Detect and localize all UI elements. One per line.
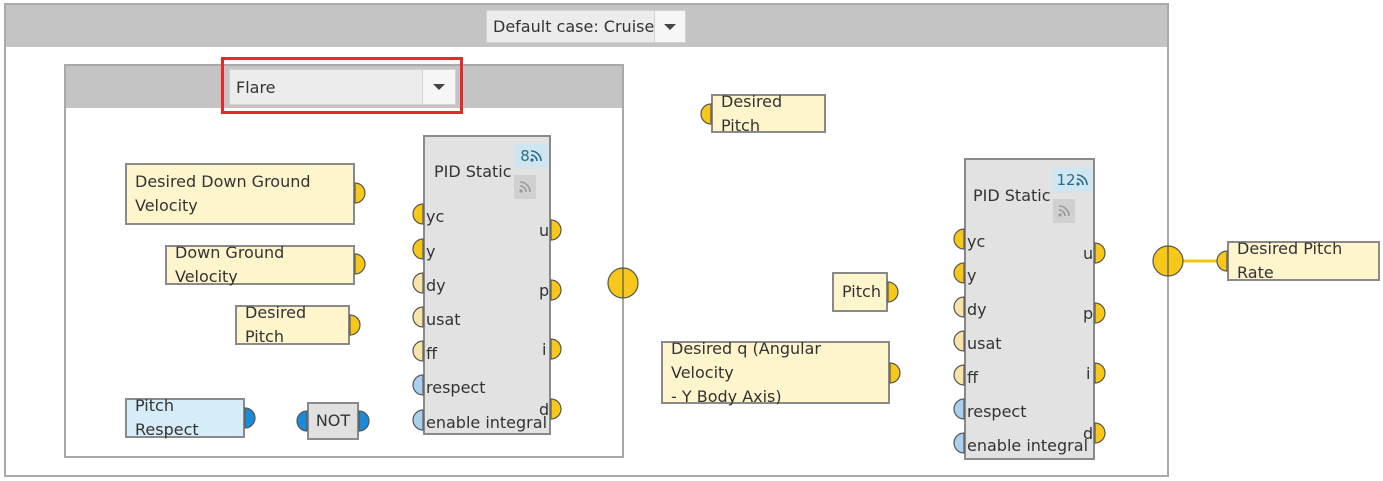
- pid-title: PID Static: [434, 162, 512, 181]
- node-desired-q[interactable]: Desired q (Angular Velocity - Y Body Axi…: [661, 339, 890, 406]
- pid2-port-enable-integral: [953, 432, 965, 454]
- pid2-port-u: [1094, 242, 1106, 264]
- port-label-enable-integral: enable integral: [967, 436, 1089, 455]
- port-out-desired-pitch-in: [349, 314, 361, 336]
- rss-feed-icon[interactable]: [514, 175, 536, 199]
- pid-static-block-2[interactable]: PID Static 12 yc y dy usat ff respect en…: [964, 158, 1095, 460]
- pid1-port-yc: [412, 203, 424, 225]
- port-label-usat: usat: [426, 310, 461, 329]
- port-label-dy: dy: [967, 300, 987, 319]
- node-label-line1: Desired q (Angular Velocity: [671, 338, 821, 382]
- pid-static-block-1[interactable]: PID Static 8 yc y dy usat ff respect ena…: [423, 135, 551, 435]
- node-label: Desired Pitch Rate: [1237, 239, 1343, 282]
- node-label: Down Ground Velocity: [175, 243, 285, 286]
- pid-badge[interactable]: 12: [1052, 168, 1092, 192]
- chevron-down-icon[interactable]: [422, 70, 455, 104]
- port-out-desired-down-ground-velocity: [354, 182, 366, 204]
- port-label-p: p: [1083, 304, 1094, 323]
- case-select-outer[interactable]: Default case: Cruise: [486, 10, 686, 43]
- node-label: NOT: [315, 411, 351, 430]
- pid2-port-dy: [953, 296, 965, 318]
- port-label-u: u: [1083, 244, 1094, 263]
- node-label: Pitch: [842, 282, 881, 301]
- highlight-box: [221, 57, 463, 114]
- pid1-port-u: [550, 219, 562, 241]
- port-out-pitch: [887, 281, 899, 303]
- pid1-port-ff: [412, 340, 424, 362]
- node-desired-pitch-in[interactable]: Desired Pitch: [235, 303, 350, 346]
- pid2-port-y: [953, 262, 965, 284]
- pid1-port-p: [550, 279, 562, 301]
- port-label-respect: respect: [967, 402, 1027, 421]
- rss-feed-icon[interactable]: [1053, 199, 1075, 223]
- pid1-port-d: [550, 398, 562, 420]
- pid-badge-count: 12: [1056, 171, 1076, 189]
- node-label-line1: Desired Down Ground: [135, 172, 311, 191]
- port-label-i: i: [542, 340, 547, 359]
- port-out-down-ground-velocity: [354, 253, 366, 275]
- port-in-not: [296, 410, 308, 432]
- node-label: Desired Pitch: [245, 303, 307, 346]
- case-select-inner[interactable]: Flare: [229, 69, 456, 105]
- pid1-port-usat: [412, 306, 424, 328]
- case-select-outer-value: Default case: Cruise: [493, 17, 655, 36]
- node-desired-down-ground-velocity[interactable]: Desired Down Ground Velocity: [125, 163, 355, 225]
- node-not[interactable]: NOT: [307, 402, 359, 440]
- pid2-port-usat: [953, 330, 965, 352]
- pid2-port-respect: [953, 398, 965, 420]
- node-label-line2: - Y Body Axis): [671, 386, 782, 406]
- port-out-not: [358, 410, 370, 432]
- node-down-ground-velocity[interactable]: Down Ground Velocity: [165, 243, 355, 286]
- pid-badge[interactable]: 8: [514, 144, 548, 168]
- port-out-pitch-respect: [244, 407, 256, 429]
- port-label-ff: ff: [967, 368, 979, 387]
- port-label-usat: usat: [967, 334, 1002, 353]
- pid1-port-y: [412, 238, 424, 260]
- node-label: Desired Pitch: [721, 91, 783, 135]
- pid-badge-count: 8: [520, 147, 530, 165]
- port-in-desired-pitch-out: [700, 103, 712, 125]
- node-label-line2: Velocity: [135, 196, 198, 215]
- port-label-p: p: [539, 281, 550, 300]
- rss-feed-icon: [530, 150, 542, 162]
- port-label-i: i: [1086, 364, 1091, 383]
- pid2-port-p: [1094, 302, 1106, 324]
- pid2-port-i: [1094, 362, 1106, 384]
- port-label-d: d: [539, 400, 550, 419]
- case-select-inner-value: Flare: [236, 77, 276, 97]
- port-label-yc: yc: [426, 207, 445, 226]
- rss-feed-icon: [1075, 174, 1088, 186]
- port-label-y: y: [967, 266, 977, 285]
- port-label-u: u: [539, 221, 550, 240]
- port-label-dy: dy: [426, 276, 446, 295]
- node-pitch-respect[interactable]: Pitch Respect: [125, 396, 245, 439]
- port-label-ff: ff: [426, 344, 438, 363]
- node-desired-pitch-rate[interactable]: Desired Pitch Rate: [1227, 239, 1380, 282]
- pid1-port-respect: [412, 374, 424, 396]
- port-label-yc: yc: [967, 232, 986, 251]
- pid-title: PID Static: [973, 186, 1051, 205]
- node-label: Pitch Respect: [135, 396, 199, 439]
- pid2-port-yc: [953, 228, 965, 250]
- pid2-port-ff: [953, 364, 965, 386]
- port-label-enable-integral: enable integral: [426, 413, 548, 432]
- port-label-respect: respect: [426, 378, 486, 397]
- chevron-down-icon[interactable]: [654, 11, 685, 42]
- pid1-port-enable-integral: [412, 409, 424, 431]
- pid1-port-dy: [412, 272, 424, 294]
- port-out-desired-q: [889, 362, 901, 384]
- port-label-d: d: [1083, 424, 1094, 443]
- node-desired-pitch-out[interactable]: Desired Pitch: [711, 92, 826, 135]
- pid1-port-i: [550, 338, 562, 360]
- node-pitch[interactable]: Pitch: [832, 272, 888, 312]
- pid2-port-d: [1094, 422, 1106, 444]
- port-label-y: y: [426, 242, 436, 261]
- port-in-desired-pitch-rate: [1216, 250, 1228, 272]
